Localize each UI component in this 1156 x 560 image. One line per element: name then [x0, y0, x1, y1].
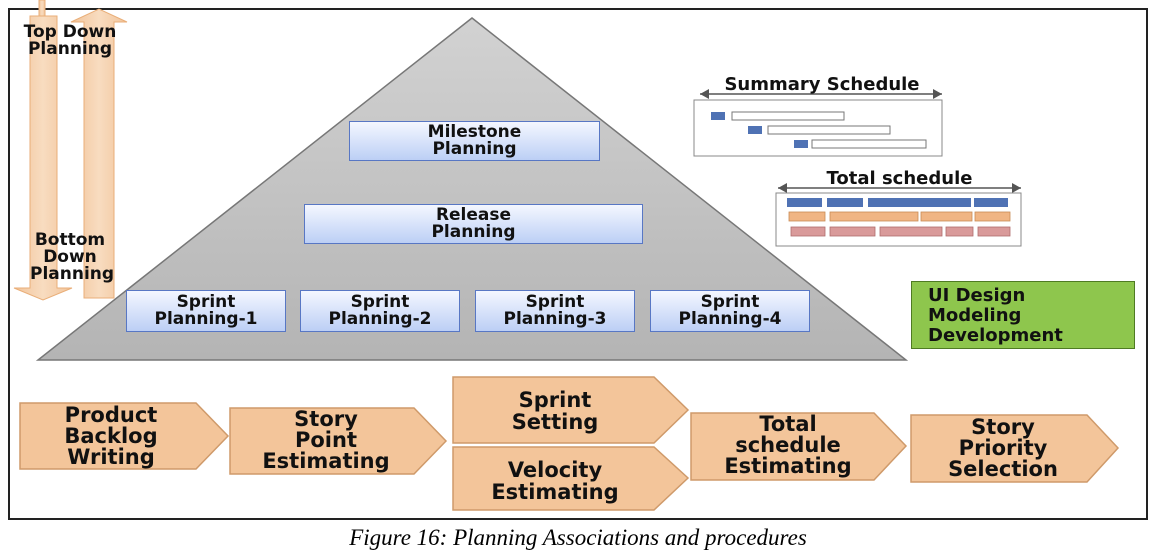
top-down-planning-label: Top Down Planning	[23, 22, 117, 59]
proc-arrow-2	[229, 407, 448, 475]
proc-arrow-4	[452, 446, 690, 511]
summary-schedule-graphic	[693, 89, 943, 157]
proc-arrow-3	[452, 376, 690, 444]
summary-schedule-title: Summary Schedule	[724, 74, 920, 95]
top-down-arrow-body	[13, 15, 73, 301]
total-schedule-title: Total schedule	[826, 168, 973, 189]
top-down-arrow	[38, 0, 46, 17]
proc-arrow-6	[910, 414, 1120, 483]
proc-arrow-5	[690, 412, 908, 481]
bottom-up-arrow-body	[70, 8, 128, 299]
figure-caption: Figure 16: Planning Associations and pro…	[349, 525, 807, 550]
total-schedule-graphic	[775, 183, 1022, 247]
bottom-up-planning-label: Bottom Down Planning	[30, 230, 115, 284]
procedure-arrows	[19, 376, 1120, 511]
proc-arrow-1	[19, 402, 230, 470]
planning-pyramid	[35, 17, 909, 361]
